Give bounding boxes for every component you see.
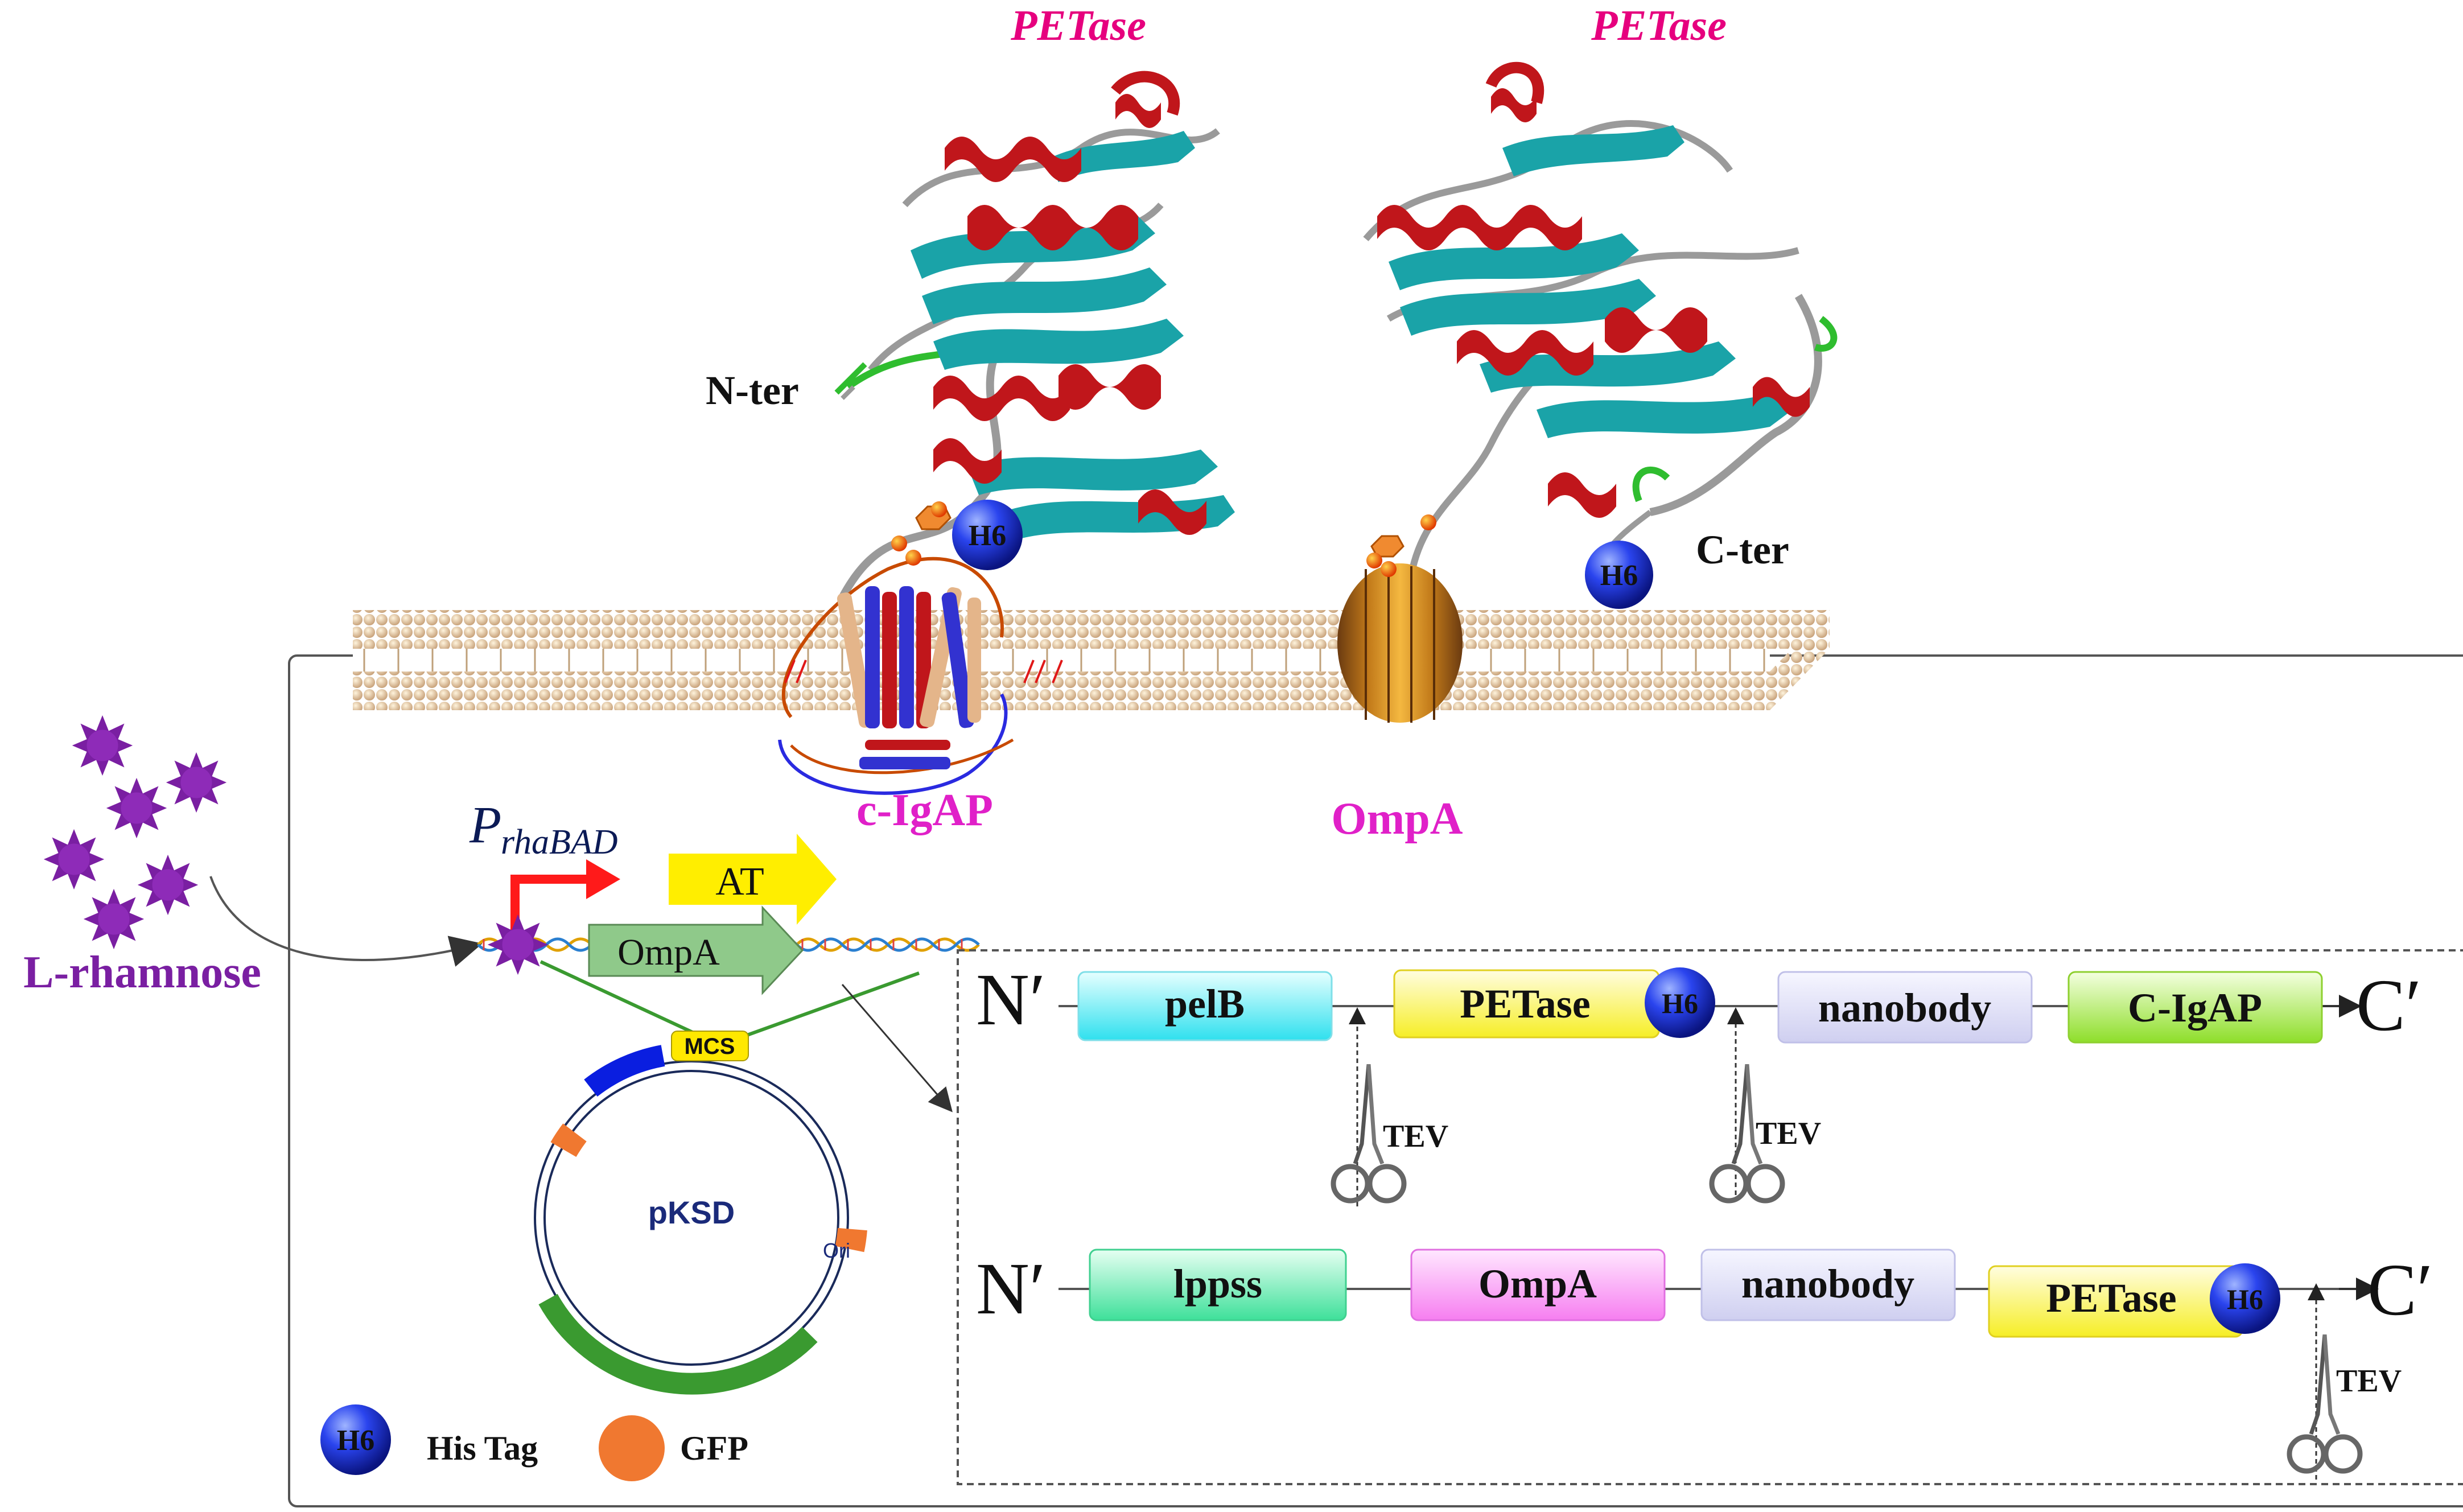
legend: H6 His Tag GFP <box>320 1404 748 1481</box>
box-nanobody-2 <box>1700 1249 1956 1321</box>
tev-label-3: TEV <box>2336 1363 2402 1399</box>
construct-2: N′ lppss OmpA nanobody PETase H6 C′ TEV <box>976 1248 2433 1480</box>
box-nanobody-1-label: nanobody <box>1818 985 1991 1031</box>
box-nanobody-1 <box>1777 971 2033 1044</box>
box-petase-2-label: PETase <box>2046 1275 2176 1321</box>
his-tag-ball: H6 <box>952 500 1023 570</box>
gfp-legend-icon <box>599 1415 665 1481</box>
box-ompa-label: OmpA <box>1478 1261 1597 1307</box>
box-pelb <box>1077 971 1333 1041</box>
box-c-igap-label: C-IgAP <box>2128 985 2262 1031</box>
gene-ompa-arrow: OmpA <box>588 905 804 995</box>
ompa-barrel <box>1337 514 1463 723</box>
his-tag-construct2-label: H6 <box>2227 1283 2263 1315</box>
tev-label-2: TEV <box>1756 1116 1821 1151</box>
construct2-n-term: N′ <box>976 1248 1045 1330</box>
l-rhamnose-label: L-rhamnose <box>23 947 261 998</box>
his-tag-legend-icon <box>320 1404 391 1475</box>
scissors-icon <box>2289 1334 2360 1471</box>
gene-at-arrow: AT <box>669 834 837 925</box>
rhamnose-bound <box>487 914 549 975</box>
box-petase-1-label: PETase <box>1460 981 1590 1027</box>
box-nanobody-2-label: nanobody <box>1741 1261 1914 1307</box>
plasmid-link-right <box>744 971 920 1037</box>
petase-structure-left <box>834 71 1235 600</box>
box-lppss-label: lppss <box>1173 1261 1262 1307</box>
his-tag-construct2 <box>2210 1263 2280 1334</box>
legend-gfp: GFP <box>680 1429 748 1467</box>
construct1-c-term: C′ <box>2356 965 2421 1047</box>
box-pelb-label: pelB <box>1165 981 1245 1027</box>
plasmid-map: MCS pKSD Ori <box>534 1031 867 1395</box>
promoter-subscript: rhaBAD <box>501 823 618 862</box>
promoter-label: P <box>469 796 501 854</box>
gene-at-label: AT <box>715 860 764 904</box>
his-tag-construct1 <box>1645 967 1715 1038</box>
plasmid-link-left <box>539 960 701 1037</box>
petase-title-left: PETase <box>1010 2 1146 50</box>
his-tag-ball: H6 <box>1585 541 1653 609</box>
box-ompa <box>1410 1249 1666 1321</box>
box-c-igap <box>2067 971 2323 1044</box>
n-ter-tail <box>841 385 855 400</box>
rhamnose-molecules <box>43 715 227 950</box>
ori-label: Ori <box>823 1239 850 1262</box>
construct-panel <box>957 949 2463 1485</box>
c-igap-transporter <box>778 501 1063 795</box>
construct2-c-term: C′ <box>2367 1249 2433 1331</box>
his-tag-label: H6 <box>969 520 1006 552</box>
rhamnose-arrow <box>209 876 483 967</box>
tev-label-1: TEV <box>1383 1119 1448 1154</box>
his-tag-legend-h6: H6 <box>337 1424 374 1457</box>
c-igap-label: c-IgAP <box>856 785 993 835</box>
his-tag-construct1-label: H6 <box>1662 987 1698 1019</box>
lipid-bilayer <box>353 610 1830 710</box>
promoter: P rhaBAD <box>469 796 620 939</box>
legend-his-tag: His Tag <box>427 1429 538 1467</box>
construct-1: N′ pelB PETase H6 nanobody C-IgAP C′ TEV… <box>976 959 2421 1206</box>
ompa-membrane-label: OmpA <box>1331 794 1463 844</box>
his-tag-label: H6 <box>1600 559 1638 592</box>
mcs-label: MCS <box>685 1034 735 1059</box>
gene-ompa-label: OmpA <box>617 932 720 973</box>
construct-arrow <box>841 984 953 1113</box>
petase-title-right: PETase <box>1591 2 1727 50</box>
n-ter-label: N-ter <box>706 368 799 413</box>
construct1-n-term: N′ <box>976 959 1045 1041</box>
plasmid-name: pKSD <box>648 1194 735 1230</box>
petase-structure-right <box>1363 61 1838 576</box>
box-lppss <box>1089 1249 1347 1321</box>
c-ter-label: C-ter <box>1696 527 1789 572</box>
